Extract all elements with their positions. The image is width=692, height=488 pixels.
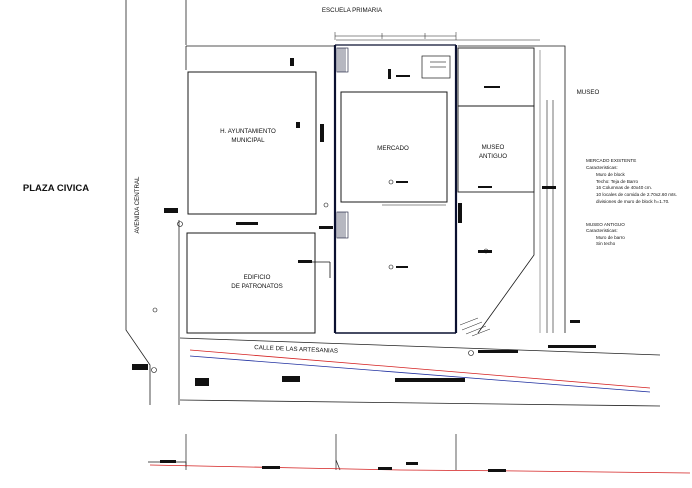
- museo-antiguo-label-2: ANTIGUO: [479, 153, 507, 160]
- ayuntamiento-building: [187, 71, 317, 215]
- note-mercado-line: Techo: Teja de Barro: [596, 179, 638, 184]
- edificio-patronatos-building: [186, 232, 316, 334]
- edificio-marker: [298, 260, 312, 263]
- note-mercado-existente: MERCADO EXISTENTE Caracteristicas: Muro …: [586, 158, 677, 204]
- section-markers: [160, 460, 506, 472]
- note-museo-line: Muro de barro: [596, 235, 625, 240]
- red-curb-line: [189, 349, 651, 389]
- note-museo-line: Sin techo: [596, 241, 616, 246]
- museo-antiguo-label-1: MUSEO: [482, 144, 505, 151]
- calle-artesanias-label: CALLE DE LAS ARTESANIAS: [254, 344, 338, 355]
- plaza-civica-label: PLAZA CIVICA: [23, 183, 89, 194]
- note-museo-title: MUSEO ANTIGUO: [586, 222, 625, 227]
- ayuntamiento-label-1: H. AYUNTAMIENTO: [220, 128, 276, 135]
- escuela-primaria-label: ESCUELA PRIMARIA: [322, 7, 383, 14]
- mercado-hall: [340, 91, 448, 203]
- ayuntamiento-door: [320, 124, 324, 142]
- section-red-line: [149, 464, 691, 474]
- edificio-label-1: EDIFICIO: [244, 274, 271, 281]
- edificio-label-2: DE PATRONATOS: [231, 283, 282, 290]
- note-museo-antiguo: MUSEO ANTIGUO Caracteristicas: Muro de b…: [586, 222, 625, 246]
- museo-label: MUSEO: [577, 89, 600, 96]
- mercado-label: MERCADO: [377, 145, 409, 152]
- mercado-stairs-top: [336, 47, 349, 73]
- avenida-central-label: AVENIDA CENTRAL: [134, 176, 141, 234]
- road-lines: [125, 0, 661, 407]
- mercado-walls: [333, 44, 458, 334]
- benchmark-symbols: [151, 179, 489, 373]
- note-mercado-line: 10 locales de comida de 2.70x2.60 mts.: [596, 192, 677, 197]
- note-mercado-line: Muro de block: [596, 172, 626, 177]
- mercado-stairs-bottom: [336, 211, 349, 239]
- ayuntamiento-label-2: MUNICIPAL: [231, 137, 265, 144]
- note-mercado-title: MERCADO EXISTENTE: [586, 158, 636, 163]
- note-museo-line: Caracteristicas:: [586, 228, 618, 233]
- survey-markers: [132, 58, 596, 386]
- note-mercado-line: Caracteristicas:: [586, 165, 618, 170]
- museo-ramp-hatch: [459, 317, 491, 337]
- outer-block: [185, 45, 566, 333]
- note-mercado-line: 16 Columnas de 40x40 cm.: [596, 185, 652, 190]
- blue-curb-line: [189, 355, 651, 393]
- note-mercado-line: divisiones de muro de block h=1.70.: [596, 199, 669, 204]
- dimension-lines: [334, 32, 540, 41]
